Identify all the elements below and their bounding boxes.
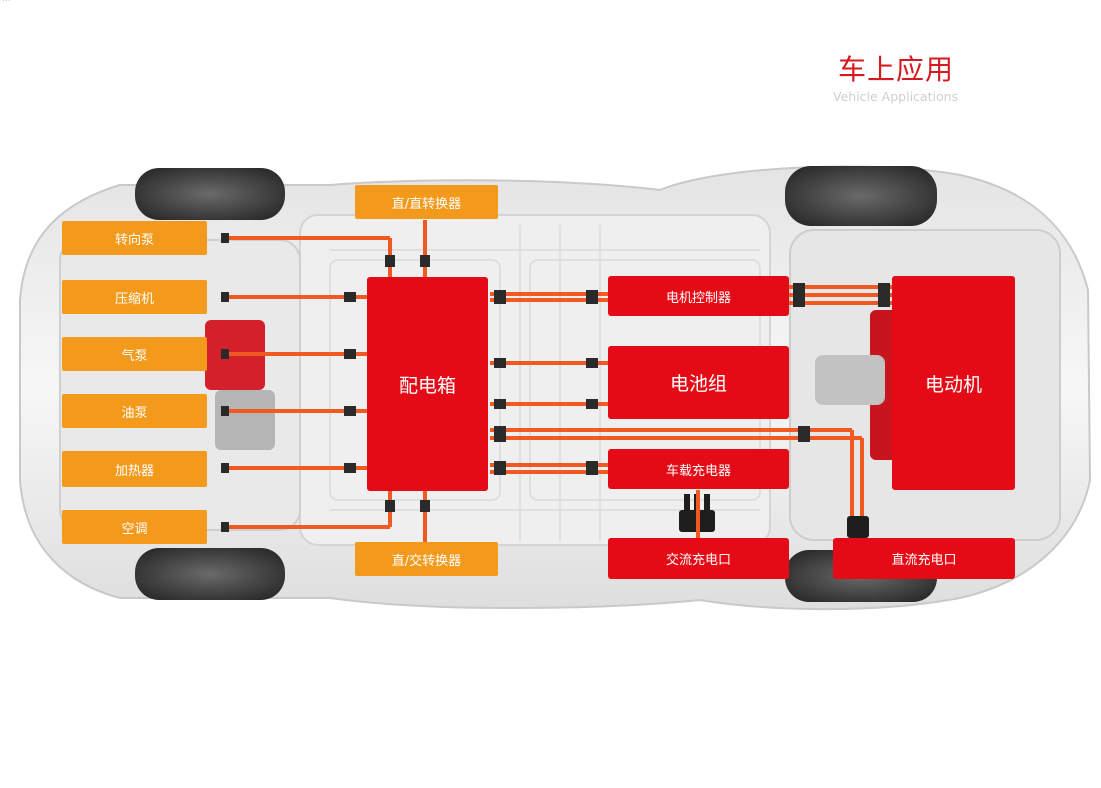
wheel-front-right xyxy=(135,548,285,600)
wheel-rear-left xyxy=(785,166,937,226)
page-subtitle: Vehicle Applications xyxy=(833,89,959,104)
label-steering-pump: 转向泵 xyxy=(62,221,207,255)
label-dc-charging-port: 直流充电口 xyxy=(833,538,1015,579)
label-compressor: 压缩机 xyxy=(62,280,207,314)
label-air-pump: 气泵 xyxy=(62,337,207,371)
label-air-conditioner: 空调 xyxy=(62,510,207,544)
label-electric-motor: 电动机 xyxy=(892,276,1015,490)
page-title: 车上应用 xyxy=(838,53,955,86)
label-oil-pump: 油泵 xyxy=(62,394,207,428)
label-battery-pack: 电池组 xyxy=(608,346,789,419)
label-heater: 加热器 xyxy=(62,451,207,487)
label-onboard-charger: 车载充电器 xyxy=(608,449,789,489)
wheel-front-left xyxy=(135,168,285,220)
label-ac-charging-port: 交流充电口 xyxy=(608,538,789,579)
watermark-text: ... xyxy=(2,0,11,4)
cable-connectors xyxy=(221,233,890,532)
label-motor-controller: 电机控制器 xyxy=(608,276,789,316)
dc-plug-icon xyxy=(847,516,869,538)
label-dc-ac-converter: 直/交转换器 xyxy=(355,542,498,576)
label-distribution-box: 配电箱 xyxy=(367,277,488,491)
label-dc-dc-converter: 直/直转换器 xyxy=(355,185,498,219)
